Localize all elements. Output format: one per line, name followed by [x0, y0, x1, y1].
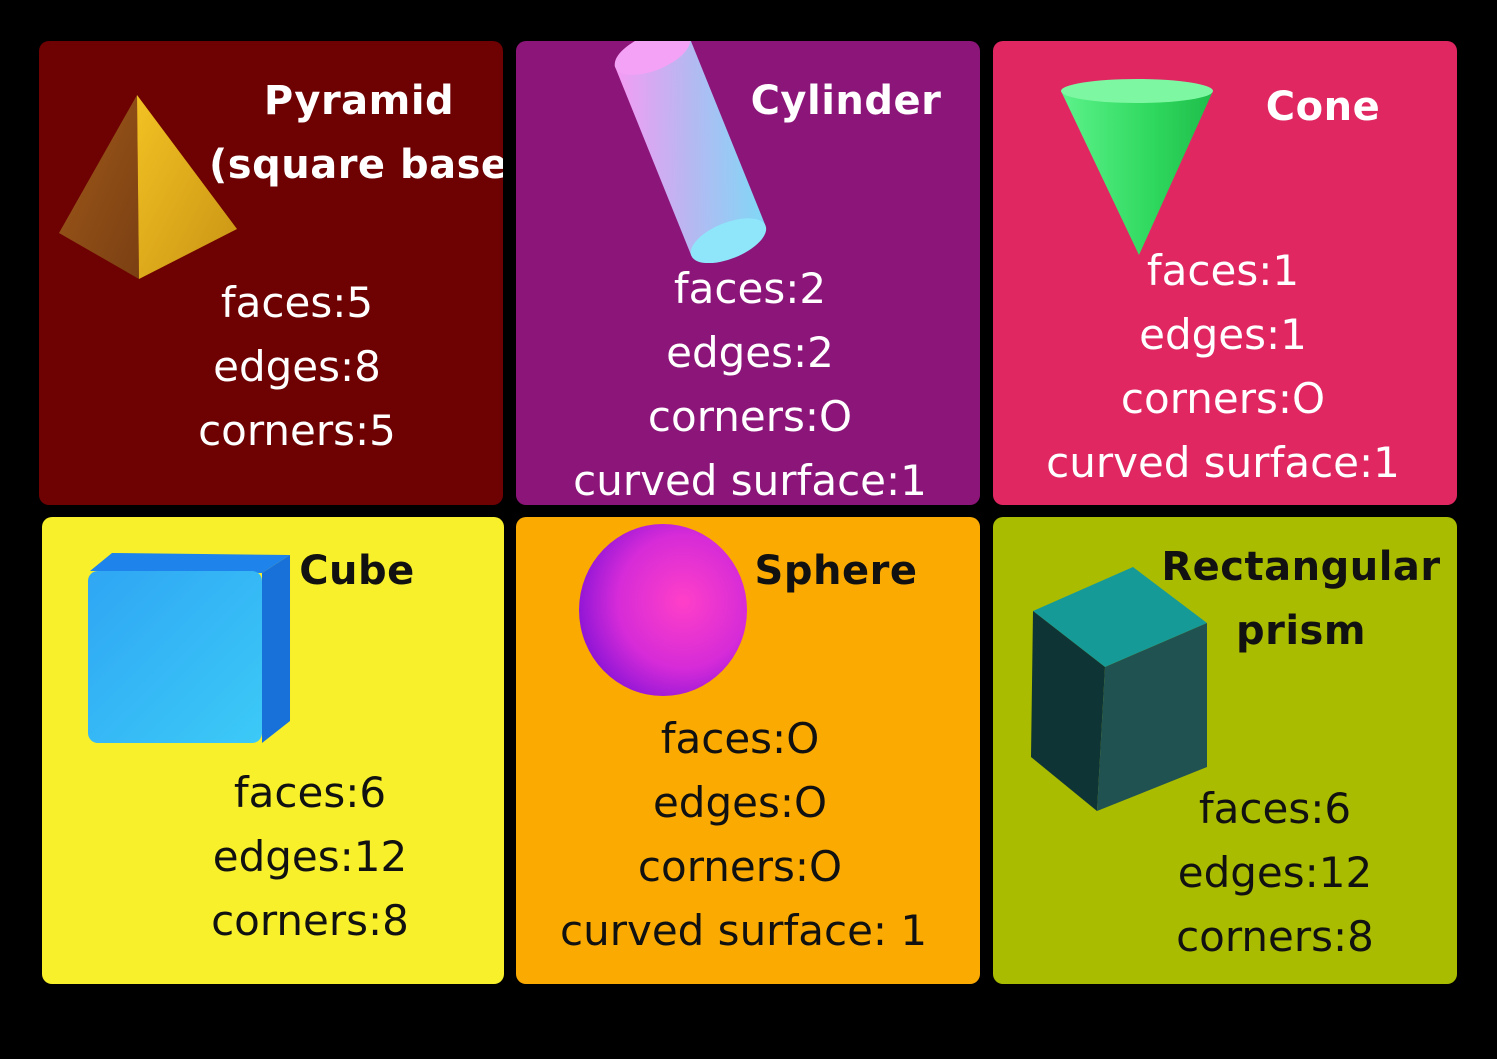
- faces-count: faces:5: [220, 278, 374, 327]
- cone-shape-icon: [1061, 79, 1213, 255]
- shape-properties: faces:5 edges:8 corners:5: [179, 271, 415, 463]
- edges-count: edges:2: [666, 328, 834, 377]
- card-cube: Cube faces:6 edges:12 corners:8: [42, 517, 504, 984]
- edges-count: edges:12: [1177, 848, 1373, 897]
- corners-count: corners:O: [637, 842, 843, 891]
- faces-count: faces:O: [660, 714, 820, 763]
- edges-count: edges:O: [652, 778, 828, 827]
- edges-count: edges:8: [213, 342, 381, 391]
- edges-count: edges:1: [1139, 310, 1307, 359]
- shape-title: Cube: [299, 548, 415, 594]
- sphere-shape-icon: [579, 524, 747, 696]
- corners-count: corners:8: [211, 896, 409, 945]
- curved-surface-count: curved surface:1: [573, 456, 927, 505]
- curved-surface-count: curved surface: 1: [560, 906, 928, 955]
- card-cylinder: Cylinder faces:2 edges:2 corners:O curve…: [516, 41, 980, 505]
- faces-count: faces:6: [233, 768, 387, 817]
- shape-properties: faces:2 edges:2 corners:O curved surface…: [570, 257, 930, 505]
- cube-shape-icon: [88, 553, 290, 743]
- card-cone: Cone faces:1 edges:1 corners:O curved su…: [993, 41, 1457, 505]
- shape-title: Rectangular prism: [1161, 544, 1441, 654]
- card-pyramid: Pyramid (square base) faces:5 edges:8 co…: [39, 41, 503, 505]
- edges-count: edges:12: [212, 832, 408, 881]
- shape-title: Cylinder: [750, 78, 942, 124]
- curved-surface-count: curved surface:1: [1046, 438, 1400, 487]
- shape-properties: faces:1 edges:1 corners:O curved surface…: [1043, 239, 1403, 495]
- shape-properties: faces:6 edges:12 corners:8: [192, 761, 428, 953]
- corners-count: corners:O: [647, 392, 853, 441]
- corners-count: corners:8: [1176, 912, 1374, 961]
- corners-count: corners:O: [1120, 374, 1326, 423]
- card-sphere: Sphere faces:O edges:O corners:O curved …: [516, 517, 980, 984]
- rectangular-prism-shape-icon: [1031, 567, 1207, 811]
- faces-count: faces:2: [673, 264, 827, 313]
- faces-count: faces:1: [1146, 246, 1300, 295]
- shape-title: Pyramid (square base): [209, 78, 503, 188]
- shape-title: Sphere: [754, 548, 918, 594]
- cylinder-shape-icon: [614, 41, 767, 263]
- pyramid-shape-icon: [59, 95, 237, 279]
- card-rectangular-prism: Rectangular prism faces:6 edges:12 corne…: [993, 517, 1457, 984]
- shape-properties: faces:O edges:O corners:O curved surface…: [560, 707, 928, 963]
- shape-title: Cone: [1265, 84, 1381, 130]
- corners-count: corners:5: [198, 406, 396, 455]
- faces-count: faces:6: [1198, 784, 1352, 833]
- shape-properties: faces:6 edges:12 corners:8: [1157, 777, 1393, 969]
